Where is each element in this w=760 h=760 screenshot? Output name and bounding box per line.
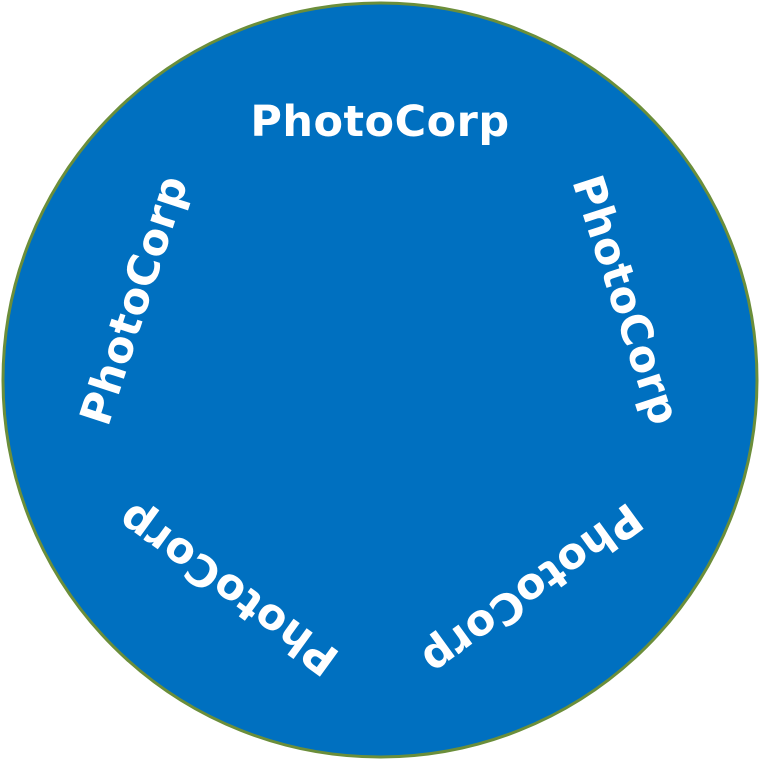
badge-label-text: PhotoCorp [250,97,510,147]
